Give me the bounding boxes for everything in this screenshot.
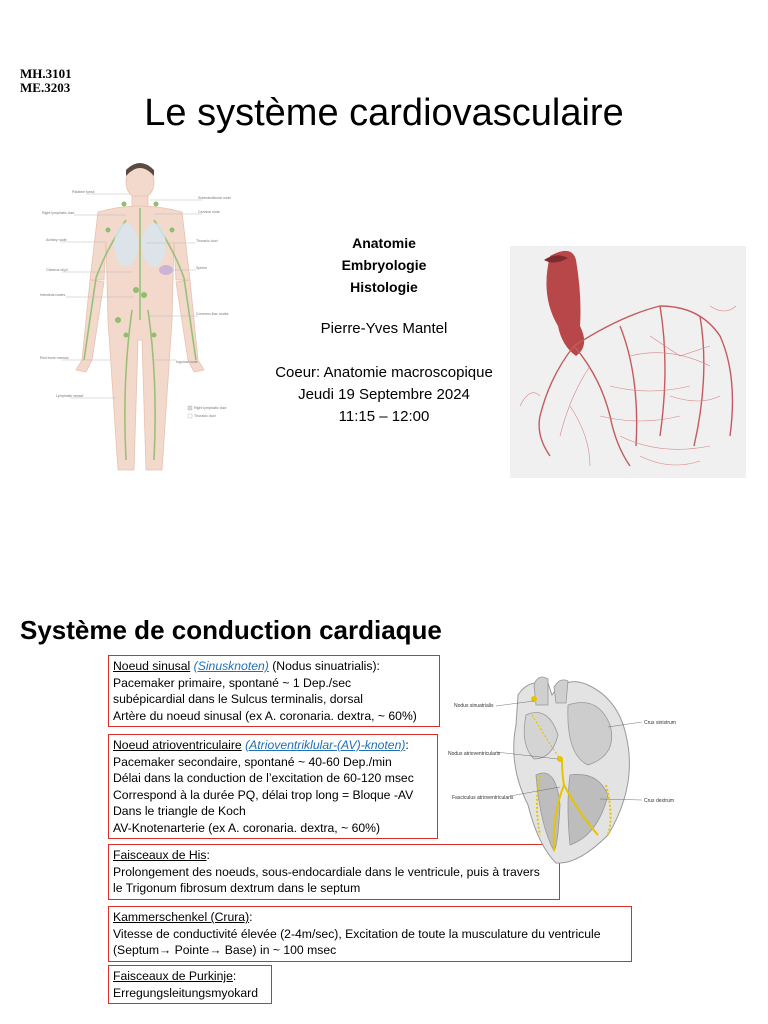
box-line: Correspond à la durée PQ, délai trop lon…: [113, 787, 414, 802]
box-line: Dans le triangle de Koch: [113, 804, 246, 818]
box-line: Délai dans la conduction de l’excitation…: [113, 771, 414, 785]
lymph-label: Lymphatic vessel: [56, 394, 84, 398]
lymph-label: Right lymphatic duct: [42, 211, 74, 215]
course-date: Jeudi 19 Septembre 2024: [298, 386, 470, 403]
course-codes: MH.3101 ME.3203: [20, 67, 72, 95]
box-heading-suffix: :: [405, 738, 409, 752]
box-heading-german: (Sinusknoten): [193, 659, 269, 673]
box-heading-suffix: :: [249, 910, 253, 924]
info-box-purkinje: Faisceaux de Purkinje: Erregungsleitungs…: [108, 965, 272, 1004]
box-heading: Noeud sinusal: [113, 659, 191, 673]
subject-item: Embryologie: [341, 257, 427, 273]
box-line: Pacemaker secondaire, spontané ~ 40-60 D…: [113, 754, 392, 769]
author-name: Pierre-Yves Mantel: [320, 320, 448, 337]
legend-label: Right lymphatic duct: [194, 406, 226, 410]
lymph-label: Cisterna chyli: [46, 268, 68, 272]
box-heading: Faisceaux de His: [113, 848, 207, 862]
legend-label: Thoracic duct: [194, 414, 216, 418]
info-box-av-node: Noeud atrioventriculaire (Atrioventriklu…: [108, 734, 438, 839]
box-heading-german: (Atrioventriklular-(AV)-knoten): [245, 738, 406, 752]
lymph-label: Spleen: [196, 266, 207, 270]
subjects-list: Anatomie Embryologie Histologie: [250, 232, 518, 298]
coronary-vessels-image: [510, 246, 746, 478]
lymphatic-system-illustration: Palatine tonsil Right lymphatic duct Axi…: [26, 160, 258, 480]
lymph-label: Axillary node: [46, 238, 67, 242]
box-heading: Noeud atrioventriculaire: [113, 738, 242, 752]
course-code-1: MH.3101: [20, 66, 72, 81]
conduction-slide: Système de conduction cardiaque Noeud si…: [0, 580, 768, 1024]
course-topic: Coeur: Anatomie macroscopique: [275, 364, 493, 381]
course-code-2: ME.3203: [20, 80, 71, 95]
box-line: Erregungsleitungsmyokard: [113, 985, 258, 1000]
box-line: Pacemaker primaire, spontané ~ 1 Dep./se…: [113, 675, 352, 690]
diagram-label-crus-sinistrum: Crus sinistrum: [644, 720, 676, 726]
diagram-label-his-bundle: Fasciculus atrioventricularis: [452, 795, 514, 801]
lymph-label: Common iliac nodes: [196, 312, 229, 316]
lymph-label: Intestinal nodes: [40, 293, 65, 297]
lymph-label: Inguinal node: [176, 360, 198, 364]
box-line: Vitesse de conductivité élevée (2-4m/sec…: [113, 926, 601, 941]
lymph-label: Palatine tonsil: [72, 190, 95, 194]
lymph-label: Red bone marrow: [40, 356, 69, 360]
course-info: Coeur: Anatomie macroscopique Jeudi 19 S…: [250, 362, 518, 428]
info-box-sa-node: Noeud sinusal (Sinusknoten) (Nodus sinua…: [108, 655, 440, 727]
subject-item: Histologie: [350, 279, 418, 295]
box-line: subépicardial dans le Sulcus terminalis,…: [113, 692, 363, 706]
box-line: Prolongement des noeuds, sous-endocardia…: [113, 864, 540, 879]
box-line: (Septum→ Pointe→ Base) in ~ 100 msec: [113, 943, 337, 957]
info-box-his-bundle: Faisceaux de His: Prolongement des noeud…: [108, 844, 560, 900]
title-slide: MH.3101 ME.3203 Le système cardiovascula…: [20, 66, 746, 480]
diagram-label-av-node: Nodus atrioventricularis: [448, 751, 501, 757]
lymph-label: Thoracic duct: [196, 239, 218, 243]
box-heading-latin: (Nodus sinuatrialis):: [272, 659, 380, 673]
slide-title: Système de conduction cardiaque: [20, 615, 442, 645]
subject-item: Anatomie: [352, 235, 416, 251]
slide-title: Le système cardiovasculaire: [144, 92, 624, 134]
lymph-label: Cervical node: [198, 210, 220, 214]
conduction-system-diagram: Nodus sinuatrialis Nodus atrioventricula…: [448, 676, 676, 864]
diagram-label-sa-node: Nodus sinuatrialis: [454, 703, 494, 709]
box-heading-suffix: :: [206, 848, 210, 862]
lymph-label: Submandibular node: [198, 196, 231, 200]
box-heading: Kammerschenkel (Crura): [113, 910, 250, 924]
box-heading: Faisceaux de Purkinje: [113, 969, 233, 983]
info-box-crura: Kammerschenkel (Crura): Vitesse de condu…: [108, 906, 632, 962]
diagram-label-crus-dextrum: Crus dextrum: [644, 798, 674, 804]
box-line: AV-Knotenarterie (ex A. coronaria. dextr…: [113, 820, 381, 835]
box-line: le Trigonum fibrosum dextrum dans le sep…: [113, 881, 361, 895]
course-time: 11:15 – 12:00: [338, 408, 430, 425]
box-heading-suffix: :: [232, 969, 237, 983]
box-line: Artère du noeud sinusal (ex A. coronaria…: [113, 708, 417, 723]
